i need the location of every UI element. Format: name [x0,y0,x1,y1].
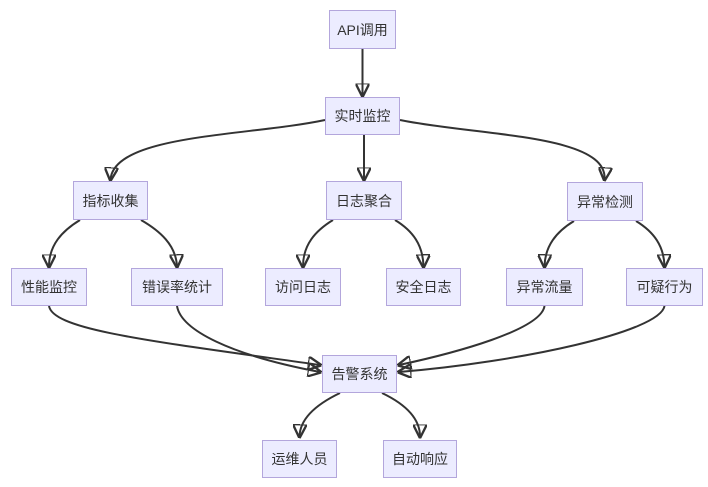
node-metrics-collect: 指标收集 [73,181,148,220]
edge-log-aggregate-to-security-log [394,219,424,267]
node-abnormal-traffic: 异常流量 [506,268,583,306]
node-realtime-monitor: 实时监控 [325,97,400,135]
edge-metrics-collect-to-error-rate [140,219,177,267]
node-alert-system: 告警系统 [322,355,397,393]
edge-suspicious-behavior-to-alert-system [399,305,666,372]
edge-metrics-collect-to-perf-monitor [49,219,81,267]
edge-realtime-monitor-to-anomaly-detect [399,119,605,180]
node-anomaly-detect: 异常检测 [567,182,643,221]
edge-log-aggregate-to-access-log [303,219,334,267]
edge-alert-system-to-auto-response [381,392,420,437]
edge-perf-monitor-to-alert-system [48,305,320,365]
node-error-rate: 错误率统计 [131,268,223,306]
edge-error-rate-to-alert-system [176,305,320,372]
edge-realtime-monitor-to-metrics-collect [111,119,326,180]
node-security-log: 安全日志 [386,268,461,306]
edge-alert-system-to-ops-staff [300,392,341,437]
edge-anomaly-detect-to-abnormal-traffic [545,220,575,267]
node-log-aggregate: 日志聚合 [326,181,402,220]
edge-abnormal-traffic-to-alert-system [399,305,546,365]
node-auto-response: 自动响应 [383,440,457,478]
edge-anomaly-detect-to-suspicious-behavior [635,220,665,267]
node-suspicious-behavior: 可疑行为 [626,268,703,306]
node-ops-staff: 运维人员 [262,440,337,478]
node-api-call: API调用 [329,10,396,49]
node-access-log: 访问日志 [265,268,341,306]
node-perf-monitor: 性能监控 [11,268,87,306]
